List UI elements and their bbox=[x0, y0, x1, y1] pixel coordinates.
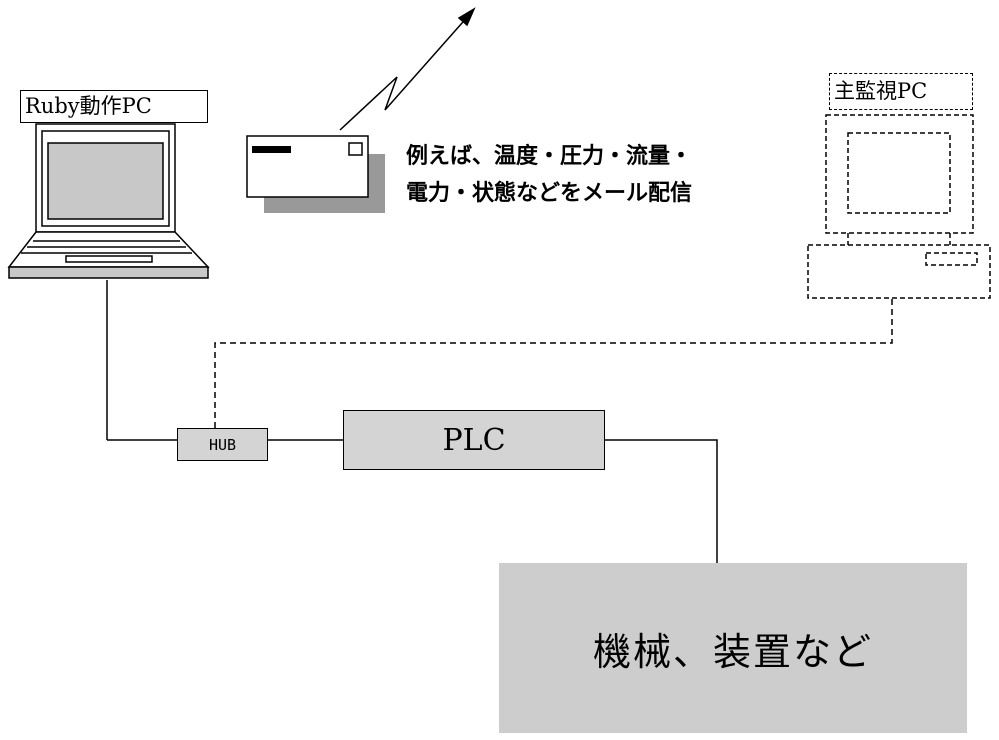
mail-delivery-note: 例えば、温度・圧力・流量・ 電力・状態などをメール配信 bbox=[406, 138, 766, 212]
mail-note-line-2: 電力・状態などをメール配信 bbox=[406, 181, 693, 206]
desktop-pc-icon bbox=[807, 114, 991, 299]
main-pc-label: 主監視PC bbox=[829, 73, 973, 110]
machine-equipment-box: 機械、装置など bbox=[499, 563, 967, 733]
plc-device: PLC bbox=[343, 410, 605, 470]
wireless-signal-icon bbox=[339, 7, 476, 131]
ruby-pc-label: Ruby動作PC bbox=[20, 90, 208, 123]
envelope-icon bbox=[246, 135, 385, 213]
plc-machine-connection bbox=[605, 439, 718, 563]
hub-device: HUB bbox=[177, 428, 268, 461]
laptop-icon bbox=[7, 123, 210, 279]
hub-mainpc-dashed-connection bbox=[214, 299, 893, 428]
laptop-hub-connection bbox=[106, 280, 177, 441]
mail-note-line-1: 例えば、温度・圧力・流量・ bbox=[406, 144, 693, 169]
